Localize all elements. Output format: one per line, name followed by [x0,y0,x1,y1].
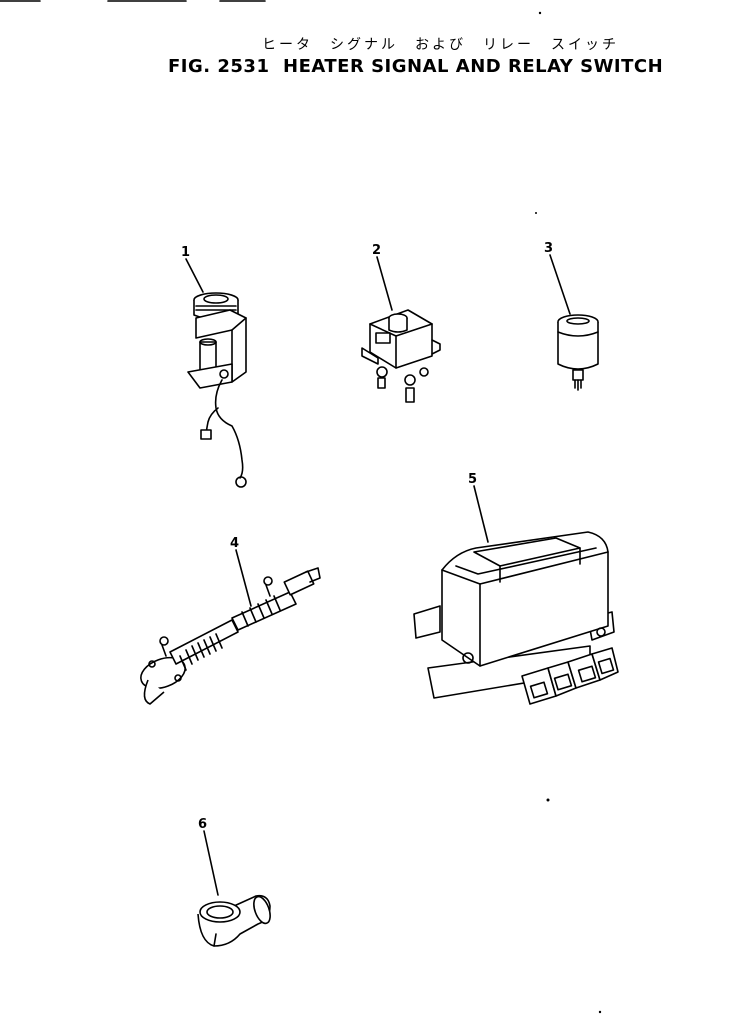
part-2-relay-switch [361,309,441,403]
callout-3: 3 [544,241,554,256]
part-4-hose-assembly [140,567,321,705]
callout-4: 4 [230,536,240,551]
callout-1: 1 [181,245,191,260]
callout-2: 2 [372,243,382,258]
part-5-heater-relay [413,531,619,705]
scan-specks [535,11,602,1014]
callout-5: 5 [468,472,478,487]
callout-6: 6 [198,817,208,832]
figure-title-japanese: ヒータ シグナル および リレー スイッチ [262,37,619,53]
figure-title: FIG. 2531 HEATER SIGNAL AND RELAY SWITCH [168,56,664,77]
part-6-boot-cap [197,894,271,947]
relay-connectors [521,647,619,705]
part-1-heater-signal [187,292,247,488]
leader-lines [185,254,571,896]
part-3-switch [557,314,599,391]
